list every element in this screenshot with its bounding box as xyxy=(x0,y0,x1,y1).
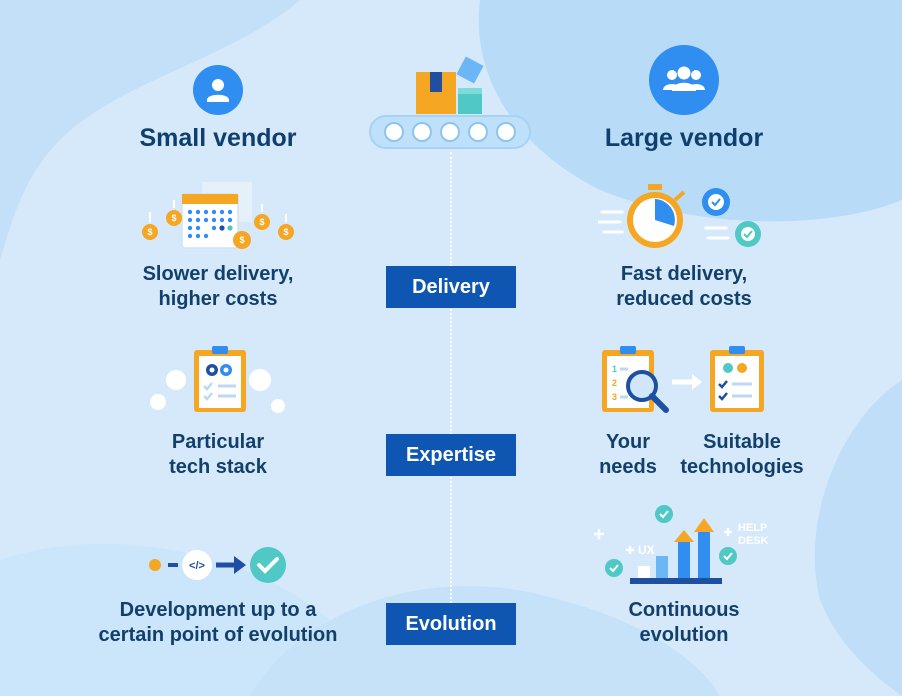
list-number-1: 1 xyxy=(612,364,617,374)
center-dotted-line xyxy=(450,152,452,607)
svg-text:$: $ xyxy=(283,227,288,237)
small-expertise-label: Particular tech stack xyxy=(169,431,267,478)
stopwatch-gears-icon xyxy=(598,184,761,248)
svg-text:$: $ xyxy=(171,213,176,223)
badge-expertise: Expertise xyxy=(386,434,516,476)
list-number-3: 3 xyxy=(612,392,617,402)
small-delivery-label: Slower delivery, higher costs xyxy=(142,263,294,310)
small-evolution-label: Development up to a certain point of evo… xyxy=(98,599,338,646)
suitable-technologies-label: Suitable technologies xyxy=(680,431,804,478)
conveyor-belt-icon xyxy=(369,56,531,149)
list-number-2: 2 xyxy=(612,378,617,388)
large-evolution-label: Continuous evolution xyxy=(628,599,740,646)
svg-text:$: $ xyxy=(259,217,264,227)
clipboard-gears-icon xyxy=(150,346,285,413)
clipboard-search-to-checklist-icon: 1 2 3 xyxy=(602,346,764,413)
ux-tag: UX xyxy=(638,543,655,557)
badge-delivery: Delivery xyxy=(386,266,516,308)
badge-evolution: Evolution xyxy=(386,603,516,645)
code-tag-text: </> xyxy=(189,560,205,572)
group-icon xyxy=(649,45,719,115)
large-delivery-label: Fast delivery, reduced costs xyxy=(616,263,752,310)
small-vendor-title: Small vendor xyxy=(139,124,297,152)
large-vendor-title: Large vendor xyxy=(604,124,764,152)
help-desk-tag-line2: DESK xyxy=(738,535,769,547)
svg-text:$: $ xyxy=(147,227,152,237)
code-to-check-icon: </> xyxy=(149,547,286,583)
growth-bars-icon: UX HELP DESK xyxy=(594,505,769,584)
help-desk-tag-line1: HELP xyxy=(738,522,767,534)
svg-text:$: $ xyxy=(239,235,244,245)
your-needs-label: Your needs xyxy=(599,431,657,478)
calendar-coins-icon: $ $ $ $ $ xyxy=(142,182,294,249)
person-icon xyxy=(193,65,243,115)
